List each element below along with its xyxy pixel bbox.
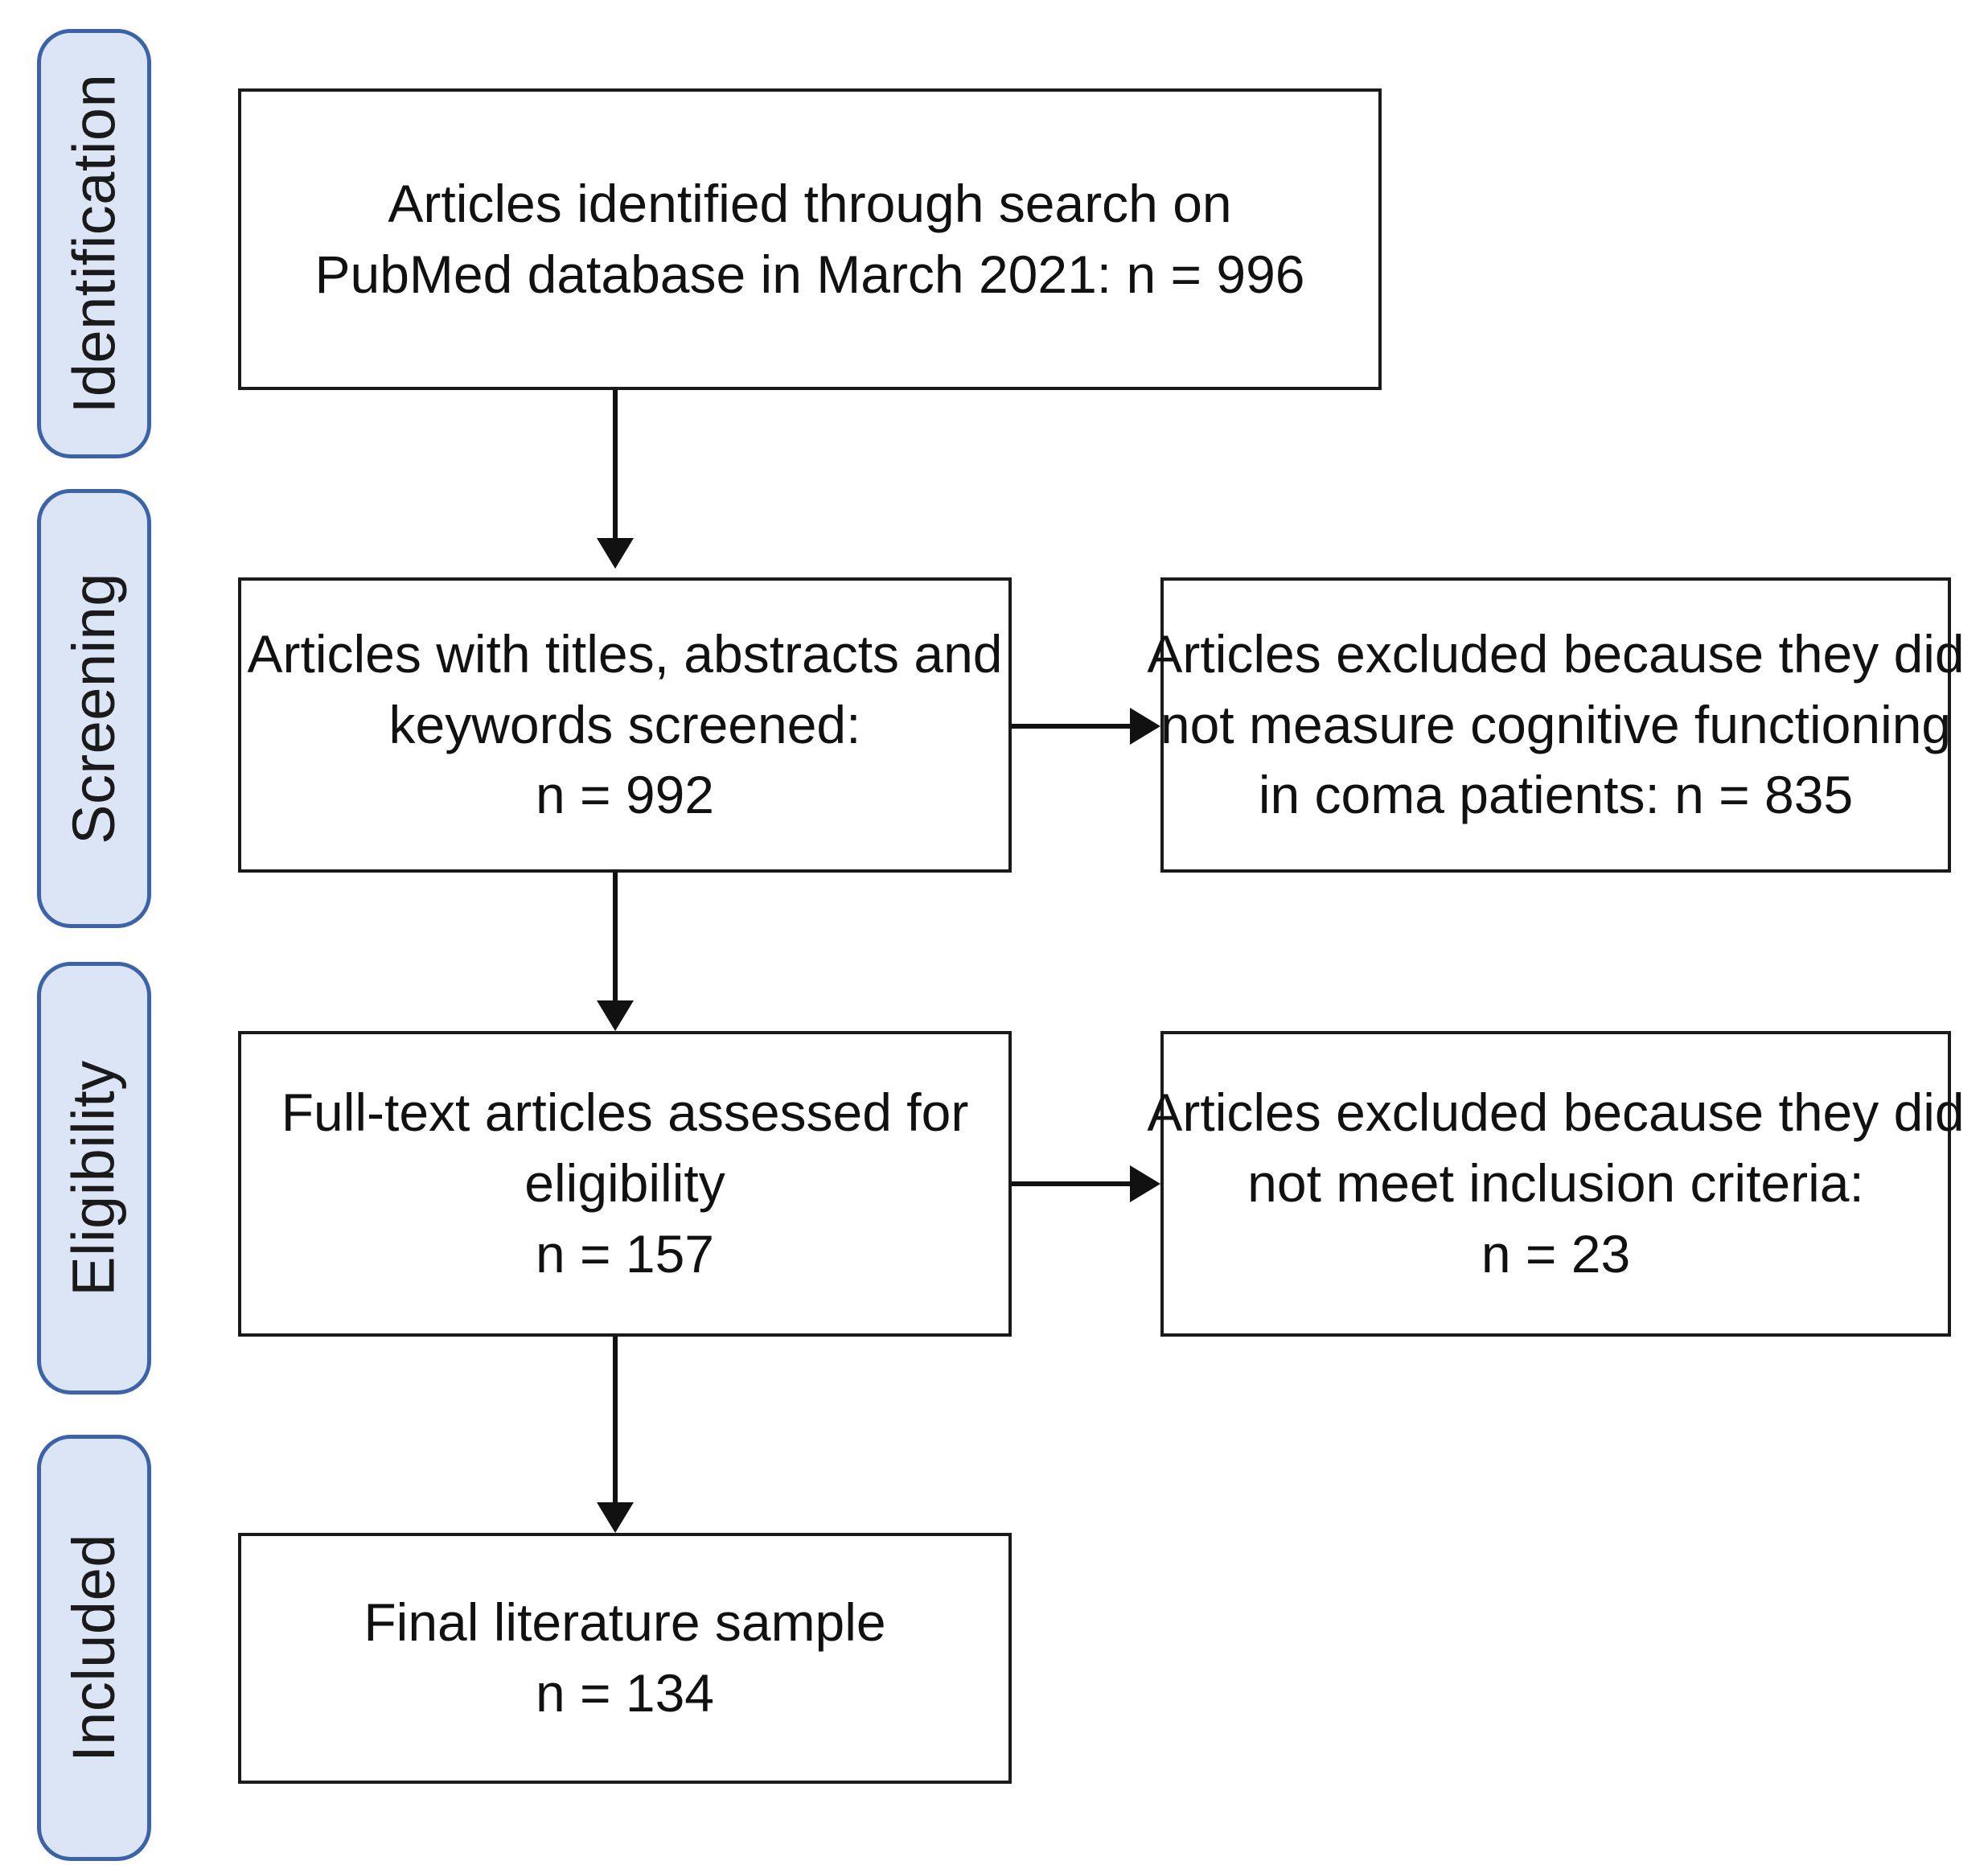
arrow-shaft (613, 390, 618, 540)
flow-box-identified: Articles identified through search on Pu… (238, 88, 1382, 390)
flow-box-screened-line-2: keywords screened: (388, 694, 861, 754)
arrow-down-identified-to-screened (597, 390, 634, 569)
flow-box-excluded-eligibility-line-1: Articles excluded because they did (1147, 1082, 1965, 1143)
flow-box-identified-line-1: Articles identified through search on (388, 173, 1232, 233)
arrow-right-screened-to-excluded (1012, 708, 1160, 745)
flow-box-full-text: Full-text articles assessed for eligibil… (238, 1031, 1012, 1337)
flow-box-full-text-line-3: n = 157 (535, 1223, 715, 1284)
arrow-down-full-text-to-final-sample (597, 1337, 634, 1533)
stage-label-identification: Identification (60, 73, 127, 414)
stage-label-screening: Screening (60, 573, 127, 844)
arrow-down-screened-to-full-text (597, 873, 634, 1031)
flow-box-screened: Articles with titles, abstracts and keyw… (238, 577, 1012, 873)
flow-box-identified-line-2: PubMed database in March 2021: n = 996 (314, 244, 1305, 304)
flow-box-final-sample-line-2: n = 134 (535, 1663, 715, 1723)
stage-pill-eligibility: Eligibility (37, 962, 151, 1395)
flow-box-excluded-screening-line-1: Articles excluded because they did (1147, 623, 1965, 684)
arrow-shaft (613, 1337, 618, 1504)
arrow-head-down-icon (597, 1000, 634, 1031)
stage-pill-screening: Screening (37, 489, 151, 928)
flow-box-final-sample: Final literature sample n = 134 (238, 1533, 1012, 1784)
arrow-shaft (613, 873, 618, 1002)
flow-box-excluded-eligibility-line-2: not meet inclusion criteria: (1247, 1153, 1864, 1214)
flow-box-final-sample-line-1: Final literature sample (364, 1592, 886, 1653)
arrow-head-right-icon (1130, 708, 1160, 745)
arrow-shaft (1012, 724, 1132, 729)
flow-box-excluded-screening-line-2: not measure cognitive functioning (1160, 694, 1952, 754)
stage-pill-identification: Identification (37, 29, 151, 458)
arrow-head-right-icon (1130, 1165, 1160, 1202)
arrow-head-down-icon (597, 538, 634, 569)
flow-box-excluded-eligibility-line-3: n = 23 (1481, 1223, 1631, 1284)
stage-label-included: Included (60, 1534, 127, 1762)
arrow-right-full-text-to-excluded (1012, 1165, 1160, 1202)
arrow-head-down-icon (597, 1502, 634, 1533)
stage-label-eligibility: Eligibility (60, 1060, 127, 1296)
flow-box-screened-line-3: n = 992 (535, 765, 715, 825)
flow-box-excluded-screening: Articles excluded because they did not m… (1147, 577, 1965, 873)
flow-box-excluded-eligibility: Articles excluded because they did not m… (1147, 1031, 1965, 1337)
stage-pill-included: Included (37, 1435, 151, 1861)
flow-box-full-text-line-1: Full-text articles assessed for (281, 1082, 969, 1143)
arrow-shaft (1012, 1181, 1132, 1186)
flow-box-full-text-line-2: eligibility (524, 1153, 725, 1214)
flow-box-excluded-screening-line-3: in coma patients: n = 835 (1258, 765, 1854, 825)
flow-box-screened-line-1: Articles with titles, abstracts and (247, 623, 1003, 684)
